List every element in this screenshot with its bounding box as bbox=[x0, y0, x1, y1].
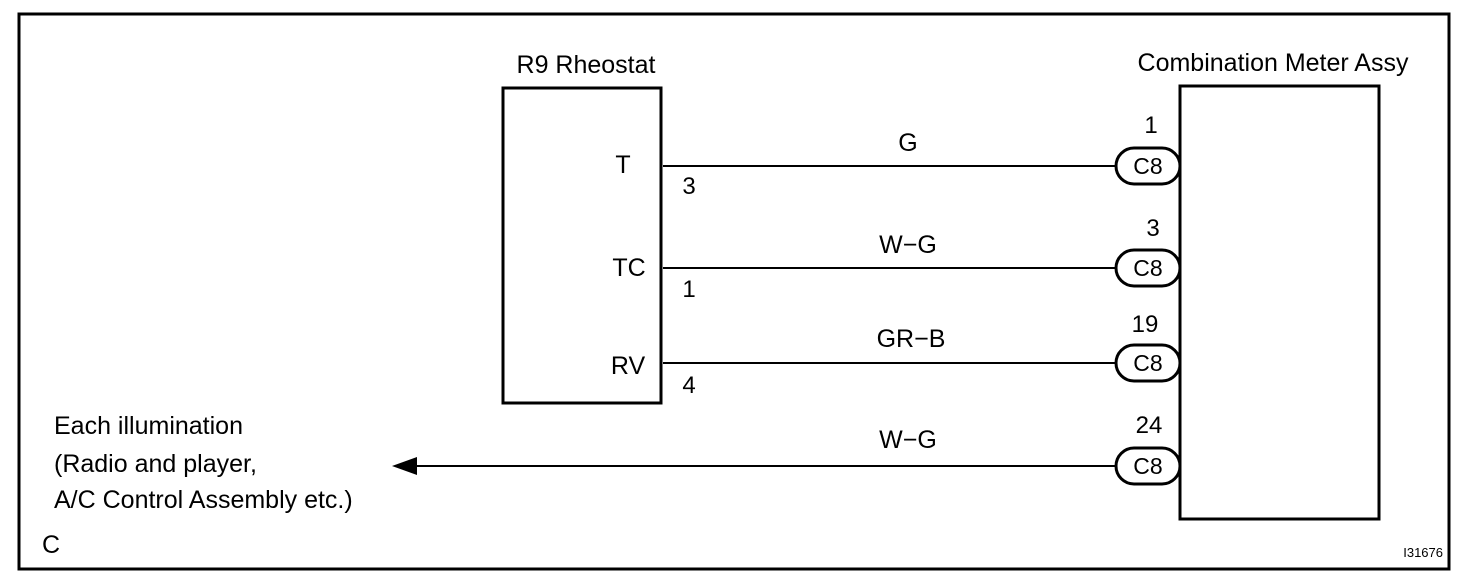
arrow-left-icon bbox=[392, 457, 417, 475]
terminal-rv-label: RV bbox=[611, 352, 646, 380]
connector-pin-label: 3 bbox=[1146, 215, 1159, 242]
figure-id: I31676 bbox=[1403, 545, 1443, 560]
wire-color-label: W−G bbox=[879, 426, 937, 454]
meter-box bbox=[1178, 84, 1381, 521]
connector-pin-label: 24 bbox=[1136, 412, 1163, 439]
terminal-t-pin: 3 bbox=[682, 173, 695, 200]
diagram-frame bbox=[17, 12, 1451, 571]
wire-color-label: W−G bbox=[879, 231, 937, 259]
rheostat-box bbox=[501, 86, 663, 405]
connector-pin-label: 19 bbox=[1132, 311, 1159, 338]
connector-pin-label: 1 bbox=[1144, 112, 1157, 139]
wire-color-label: GR−B bbox=[877, 325, 946, 353]
illumination-line-1: Each illumination bbox=[54, 412, 243, 440]
rheostat-title: R9 Rheostat bbox=[517, 51, 656, 79]
illumination-line-3: A/C Control Assembly etc.) bbox=[54, 486, 353, 514]
connector-c8 bbox=[1114, 248, 1182, 288]
meter-title: Combination Meter Assy bbox=[1138, 49, 1409, 77]
connector-c8 bbox=[1114, 343, 1182, 383]
terminal-tc-pin: 1 bbox=[682, 276, 695, 303]
illumination-line-2: (Radio and player, bbox=[54, 450, 257, 478]
terminal-t-label: T bbox=[615, 151, 630, 179]
connector-c8 bbox=[1114, 446, 1182, 486]
connector-label: C8 bbox=[1133, 153, 1162, 179]
corner-label: C bbox=[42, 531, 60, 559]
connector-label: C8 bbox=[1133, 255, 1162, 281]
terminal-tc-label: TC bbox=[612, 254, 645, 282]
connector-label: C8 bbox=[1133, 350, 1162, 376]
wire-color-label: G bbox=[898, 129, 917, 157]
connector-label: C8 bbox=[1133, 453, 1162, 479]
terminal-rv-pin: 4 bbox=[682, 372, 695, 399]
connector-c8 bbox=[1114, 146, 1182, 186]
